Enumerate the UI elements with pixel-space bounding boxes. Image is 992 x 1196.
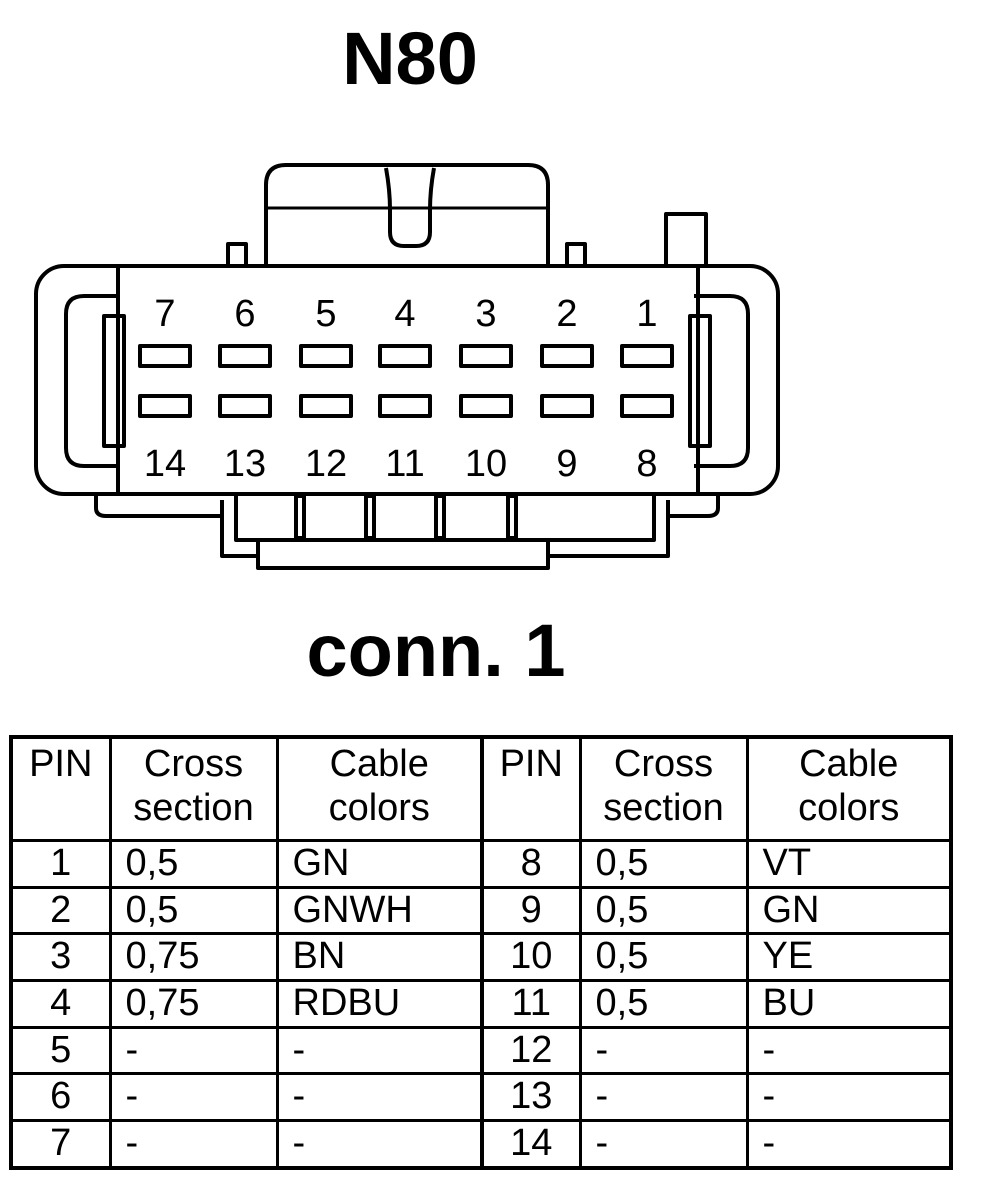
- cross-section-value: -: [108, 1119, 279, 1170]
- pin-number: 5: [9, 1025, 112, 1076]
- pin-label: 1: [636, 293, 657, 335]
- pin-label: 12: [305, 443, 347, 485]
- pin-cavity: [540, 394, 594, 418]
- pin-cavity: [459, 344, 513, 368]
- pin-number: 8: [480, 839, 582, 889]
- pin-cavity: [299, 344, 353, 368]
- pin-label: 14: [144, 443, 186, 485]
- pin-number: 9: [480, 885, 582, 936]
- cable-color-value: -: [275, 1119, 484, 1170]
- cable-color-value: VT: [745, 839, 953, 889]
- connector-tab-left: [226, 242, 248, 268]
- connector-body: [34, 264, 780, 496]
- pin-number: 4: [9, 979, 112, 1029]
- pin-cavity: [378, 394, 432, 418]
- cross-section-value: 0,5: [578, 979, 749, 1029]
- cross-section-value: 0,5: [578, 885, 749, 936]
- pin-cavity: [540, 344, 594, 368]
- cable-color-value: -: [275, 1072, 484, 1123]
- pin-label: 2: [556, 293, 577, 335]
- pin-cavity: [459, 394, 513, 418]
- cross-section-value: 0,5: [578, 839, 749, 889]
- side-latch-right: [688, 294, 750, 468]
- cable-color-value: GN: [275, 839, 484, 889]
- connector-drawing: 7 6 5 4 3 2 1 14 13 12 11 10 9 8: [34, 163, 780, 570]
- cross-section-value: 0,75: [108, 932, 279, 983]
- pin-cavity: [299, 394, 353, 418]
- cable-color-value: BN: [275, 932, 484, 983]
- pin-number: 10: [480, 932, 582, 983]
- header-pin: PIN: [480, 735, 582, 842]
- pin-label: 7: [154, 293, 175, 335]
- cross-section-value: 0,75: [108, 979, 279, 1029]
- cable-color-value: BU: [745, 979, 953, 1029]
- cross-section-value: -: [108, 1072, 279, 1123]
- diagram-title: N80: [342, 17, 478, 100]
- cross-section-value: 0,5: [108, 885, 279, 936]
- table-row: 6 - - 13 - -: [9, 1072, 953, 1123]
- pin-number: 7: [9, 1119, 112, 1170]
- pin-label: 5: [315, 293, 336, 335]
- pin-number: 2: [9, 885, 112, 936]
- connector-label: conn. 1: [306, 609, 566, 692]
- connector-latch: [264, 163, 550, 266]
- cable-color-value: -: [745, 1072, 953, 1123]
- pin-number: 14: [480, 1119, 582, 1170]
- connector-base: [94, 494, 720, 570]
- connector-tab-right: [565, 242, 587, 268]
- cable-color-value: -: [275, 1025, 484, 1076]
- pin-cavity: [218, 394, 272, 418]
- pin-label: 6: [234, 293, 255, 335]
- cable-color-value: -: [745, 1025, 953, 1076]
- table-row: 5 - - 12 - -: [9, 1025, 953, 1076]
- pin-cavity: [218, 344, 272, 368]
- table-row: 3 0,75 BN 10 0,5 YE: [9, 932, 953, 983]
- cable-color-value: GN: [745, 885, 953, 936]
- pin-number: 6: [9, 1072, 112, 1123]
- cross-section-value: -: [578, 1072, 749, 1123]
- pin-label: 10: [465, 443, 507, 485]
- pin-label: 11: [385, 443, 424, 485]
- pin-label: 3: [475, 293, 496, 335]
- side-latch-left: [64, 294, 126, 468]
- header-pin: PIN: [9, 735, 112, 842]
- pin-cavity: [378, 344, 432, 368]
- table-row: 2 0,5 GNWH 9 0,5 GN: [9, 885, 953, 936]
- pin-number: 13: [480, 1072, 582, 1123]
- cross-section-value: 0,5: [108, 839, 279, 889]
- pin-label: 8: [636, 443, 657, 485]
- pin-number: 11: [480, 979, 582, 1029]
- table-row: 1 0,5 GN 8 0,5 VT: [9, 839, 953, 889]
- cross-section-value: -: [108, 1025, 279, 1076]
- pin-label: 9: [556, 443, 577, 485]
- table-row: 4 0,75 RDBU 11 0,5 BU: [9, 979, 953, 1029]
- cross-section-value: 0,5: [578, 932, 749, 983]
- pin-cavity: [620, 394, 674, 418]
- pin-number: 3: [9, 932, 112, 983]
- cross-section-value: -: [578, 1119, 749, 1170]
- pin-cavity: [138, 344, 192, 368]
- pin-label: 4: [394, 293, 415, 335]
- pin-label: 13: [224, 443, 266, 485]
- table-row: 7 - - 14 - -: [9, 1119, 953, 1170]
- pin-cavity: [620, 344, 674, 368]
- cable-color-value: YE: [745, 932, 953, 983]
- cable-color-value: RDBU: [275, 979, 484, 1029]
- connector-post: [664, 212, 708, 268]
- cable-color-value: GNWH: [275, 885, 484, 936]
- pin-cavity: [138, 394, 192, 418]
- pin-number: 12: [480, 1025, 582, 1076]
- cable-color-value: -: [745, 1119, 953, 1170]
- cross-section-value: -: [578, 1025, 749, 1076]
- pin-number: 1: [9, 839, 112, 889]
